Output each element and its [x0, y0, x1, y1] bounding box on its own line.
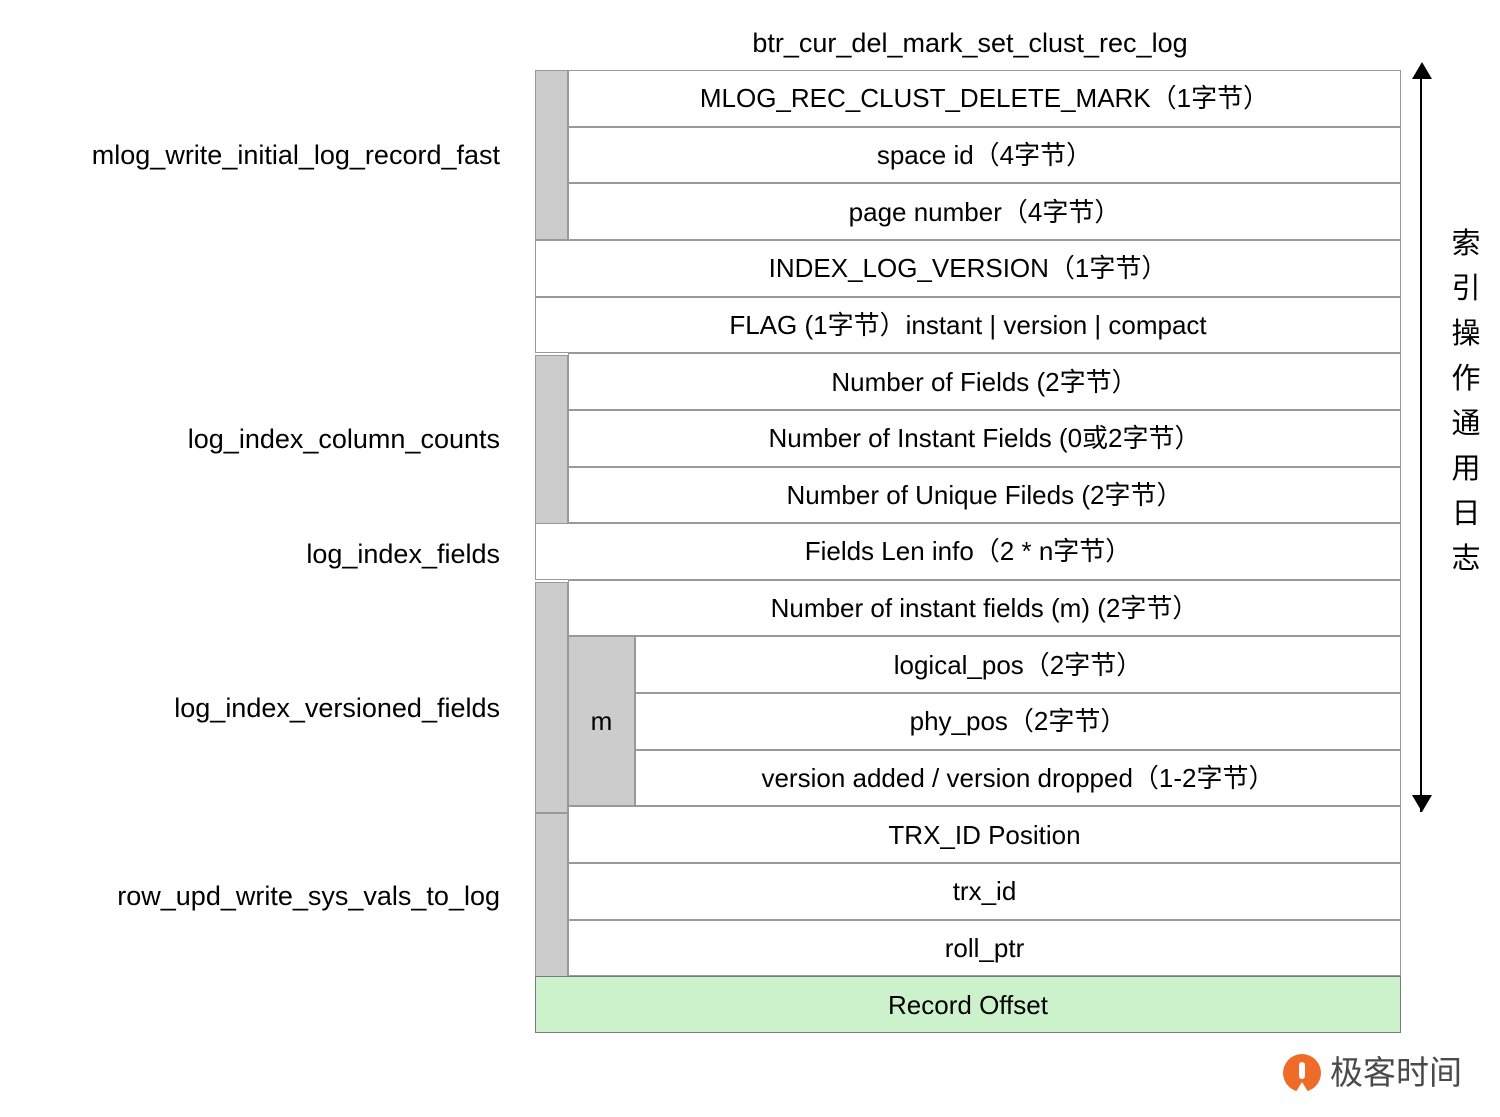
geektime-logo-icon	[1283, 1054, 1321, 1092]
field-row: MLOG_REC_CLUST_DELETE_MARK（1字节）	[568, 70, 1401, 127]
field-row: Number of Fields (2字节）	[568, 353, 1401, 410]
field-row: TRX_ID Position	[568, 806, 1401, 864]
field-row: page number（4字节）	[568, 183, 1401, 240]
group-bracket-2	[535, 582, 568, 813]
span-arrow-line	[1420, 70, 1422, 812]
group-bracket-3	[535, 813, 568, 983]
caption-char-2: 操	[1451, 318, 1481, 350]
caption-char-5: 用	[1451, 453, 1481, 485]
field-row: INDEX_LOG_VERSION（1字节）	[535, 239, 1401, 297]
field-row: Record Offset	[535, 976, 1401, 1033]
caption-char-1: 引	[1451, 273, 1481, 305]
caption-char-6: 日	[1451, 498, 1481, 530]
function-label-0: mlog_write_initial_log_record_fast	[91, 140, 500, 170]
span-caption-vertical: 索引操作通用日志	[1448, 222, 1484, 582]
caption-char-3: 作	[1451, 363, 1481, 395]
field-row: phy_pos（2字节）	[635, 693, 1401, 750]
multiplicity-column-m: m	[568, 636, 635, 807]
log-record-structure-table: m MLOG_REC_CLUST_DELETE_MARK（1字节）space id…	[535, 70, 1401, 1033]
field-row: trx_id	[568, 863, 1401, 920]
caption-char-7: 志	[1451, 543, 1481, 575]
field-row: roll_ptr	[568, 919, 1401, 977]
function-label-4: row_upd_write_sys_vals_to_log	[117, 881, 500, 911]
field-row: Number of instant fields (m) (2字节）	[568, 579, 1401, 637]
caption-char-4: 通	[1451, 408, 1481, 440]
function-label-2: log_index_fields	[306, 539, 500, 569]
caption-char-0: 索	[1451, 228, 1481, 260]
field-row: Fields Len info（2 * n字节）	[535, 523, 1401, 580]
field-row: logical_pos（2字节）	[635, 636, 1401, 694]
arrow-head-down-icon	[1412, 795, 1432, 812]
diagram-title: btr_cur_del_mark_set_clust_rec_log	[752, 28, 1188, 58]
function-label-1: log_index_column_counts	[187, 424, 500, 454]
group-bracket-1	[535, 355, 568, 525]
field-row: Number of Instant Fields (0或2字节）	[568, 409, 1401, 467]
brand-logo: 极客时间	[1283, 1054, 1462, 1092]
arrow-head-up-icon	[1412, 62, 1432, 79]
field-row: space id（4字节）	[568, 126, 1401, 184]
field-row: FLAG (1字节）instant | version | compact	[535, 296, 1401, 354]
group-bracket-0	[535, 70, 568, 240]
field-row: Number of Unique Fileds (2字节）	[568, 466, 1401, 524]
function-label-3: log_index_versioned_fields	[174, 693, 500, 723]
brand-name: 极客时间	[1330, 1053, 1462, 1092]
field-row: version added / version dropped（1-2字节）	[635, 749, 1401, 807]
